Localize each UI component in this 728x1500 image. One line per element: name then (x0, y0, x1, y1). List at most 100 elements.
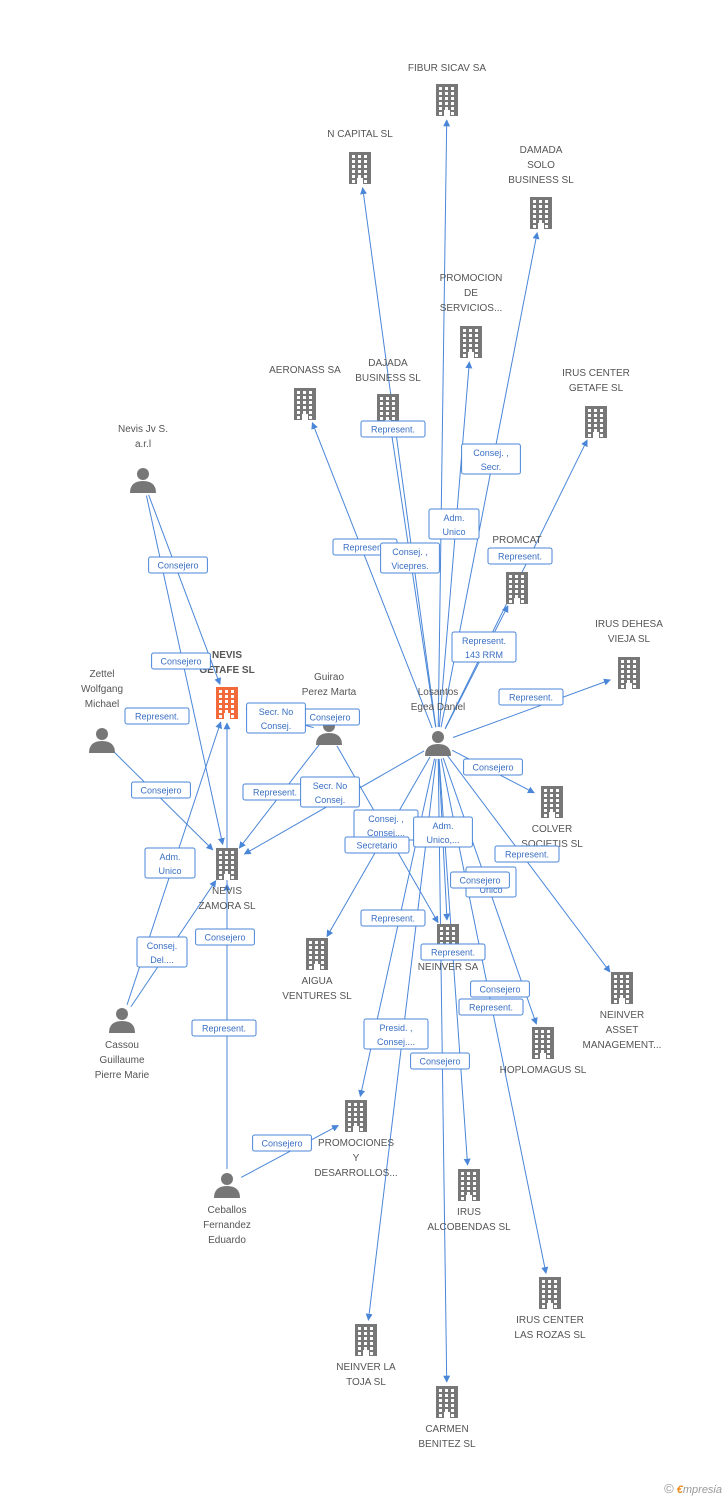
building-window (548, 1280, 551, 1283)
edge-label[interactable]: Represent. (494, 845, 560, 863)
edge-label[interactable]: Secretario (344, 836, 410, 854)
building-window (297, 406, 300, 409)
brand-e-glyph: € (676, 1484, 683, 1496)
building-window (614, 980, 617, 983)
edge-label-text: Consej.... (367, 828, 405, 838)
edge-label[interactable]: Consej. , Consej.... (353, 809, 419, 841)
edge-label[interactable]: Consejero (463, 758, 523, 776)
edge-label[interactable]: Presid. ,Consej.... (363, 1018, 429, 1050)
edge-label[interactable]: Consejero (252, 1134, 312, 1152)
building-window (358, 1332, 361, 1335)
building-window (509, 575, 512, 578)
edge-label[interactable]: Represent. (360, 420, 426, 438)
building-icon (541, 786, 563, 818)
edge-label-text: Consej. , (368, 814, 404, 824)
node-hoplomagus[interactable]: HOPLOMAGUS SL (500, 1027, 587, 1076)
edge-label[interactable]: Consej. ,Vicepres. (380, 542, 440, 574)
node-promociones[interactable]: PROMOCIONESYDESARROLLOS... (314, 1100, 398, 1179)
building-window (354, 1123, 357, 1126)
building-window (392, 397, 395, 400)
edge-label[interactable]: Consejero (131, 781, 191, 799)
edge-label[interactable]: Consejero (410, 1052, 470, 1070)
node-nevisjv[interactable]: Nevis Jv S.a.r.l (118, 424, 168, 493)
building-window (303, 411, 306, 414)
edge-label[interactable]: Consejero (195, 928, 255, 946)
edge-label-box (494, 845, 560, 863)
edge-label[interactable]: Consejero (470, 980, 530, 998)
node-label: NEINVER (600, 1010, 644, 1021)
edge-label[interactable]: Represent. (498, 688, 564, 706)
building-window (358, 155, 361, 158)
edge-label[interactable]: Consej.Del.... (136, 936, 188, 968)
building-window (297, 411, 300, 414)
node-promcat[interactable]: PROMCATALT... (492, 535, 542, 604)
edge-label[interactable]: Consejero (450, 871, 510, 889)
building-window (550, 789, 553, 792)
building-window (219, 695, 222, 698)
edge-label[interactable]: Represent. (191, 1019, 257, 1037)
node-label: HOPLOMAGUS SL (500, 1065, 587, 1076)
edge-label-box (413, 816, 473, 848)
building-window (219, 866, 222, 869)
building-window (594, 424, 597, 427)
node-label: N CAPITAL SL (327, 129, 393, 140)
edge-label[interactable]: Consejero (300, 708, 360, 726)
edge-label[interactable]: Represent. (420, 943, 486, 961)
building-window (439, 102, 442, 105)
node-label: Fernandez (203, 1220, 251, 1231)
edge-label-text: Secr. No (313, 781, 348, 791)
building-window (315, 961, 318, 964)
edge-label[interactable]: Represent. (124, 707, 190, 725)
edge-label-box (363, 1018, 429, 1050)
building-door (353, 1126, 359, 1132)
node-promocion[interactable]: PROMOCIONDESERVICIOS... (440, 273, 503, 358)
node-ncapital[interactable]: N CAPITAL SL (327, 129, 393, 184)
edge-label[interactable]: Adm.Unico (428, 508, 480, 540)
node-aeronass[interactable]: AERONASS SA (269, 365, 341, 420)
edge-label[interactable]: Represent. (487, 547, 553, 565)
edge-label[interactable]: Consejero (148, 556, 208, 574)
node-label: Nevis Jv S. (118, 424, 168, 435)
edge-label[interactable]: Consej. ,Secr. (461, 443, 521, 475)
node-neinverasset[interactable]: NEINVERASSETMANAGEMENT... (583, 972, 662, 1051)
edge-label[interactable]: Represent. (458, 998, 524, 1016)
edge-label[interactable]: Consejero (151, 652, 211, 670)
edge-label-box (252, 1134, 312, 1152)
building-window (556, 814, 559, 817)
edge-zettel-neviszamora (113, 750, 214, 851)
person-body (316, 733, 342, 745)
building-window (309, 956, 312, 959)
building-window (463, 339, 466, 342)
building-icon (530, 197, 552, 229)
edge-label[interactable]: Represent. (360, 909, 426, 927)
building-window (219, 856, 222, 859)
edge-label[interactable]: Represent.143 RRM (451, 631, 517, 663)
node-fibur[interactable]: FIBUR SICAV SA (408, 63, 486, 116)
edge-label-box (124, 707, 190, 725)
edge-label[interactable]: Represent. (242, 783, 308, 801)
edge-label[interactable]: Adm.Unico (144, 847, 196, 879)
building-window (535, 1030, 538, 1033)
edge-label[interactable]: Adm.Unico,... (413, 816, 473, 848)
person-body (425, 744, 451, 756)
building-window (354, 1113, 357, 1116)
